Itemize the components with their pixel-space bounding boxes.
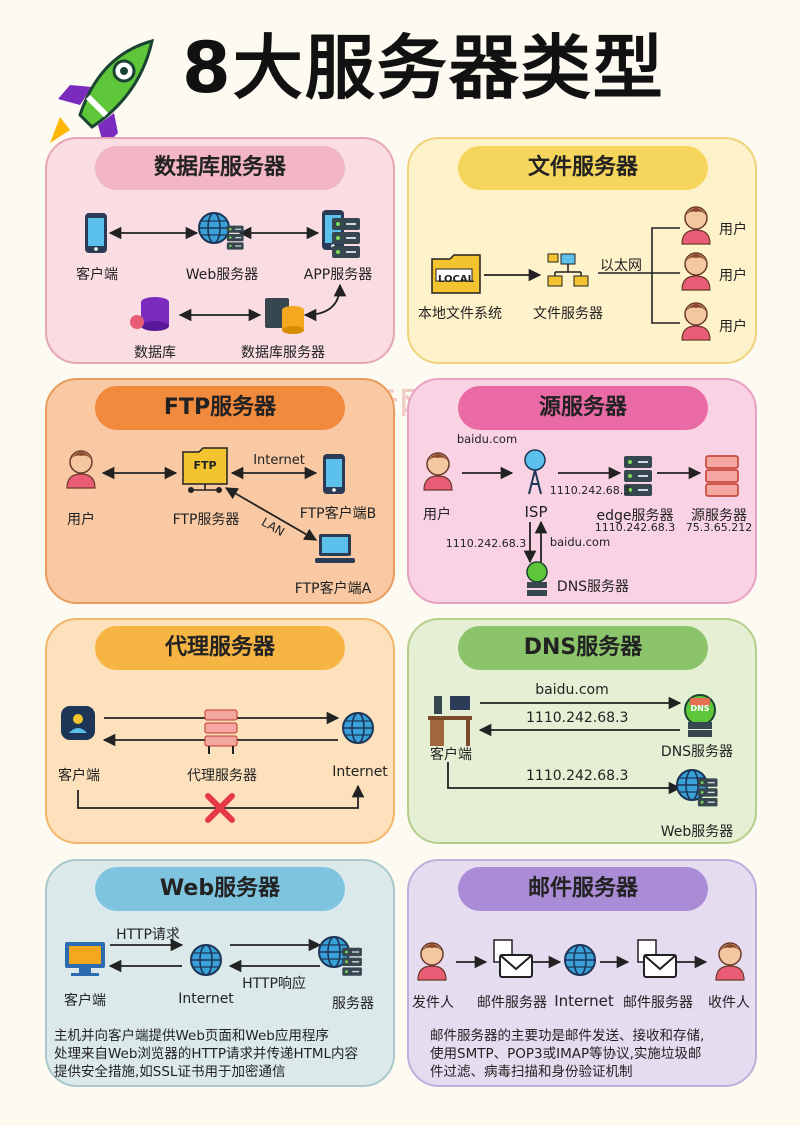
card-title-dns: DNS服务器: [458, 626, 708, 670]
label-database: 数据库: [134, 345, 176, 361]
label-app-server: APP服务器: [303, 267, 373, 283]
label-ip-1: 1110.242.68.3: [526, 710, 629, 726]
label-domain-1: baidu.com: [456, 432, 518, 446]
mail-description-line-2: 使用SMTP、POP3或IMAP等协议,实施垃圾邮: [430, 1046, 702, 1062]
label-user-3: 用户: [719, 319, 747, 335]
mail-server-icon: [493, 939, 533, 978]
ftp-tag: FTP: [193, 459, 217, 472]
card-title-ftp: FTP服务器: [95, 386, 345, 430]
label-http-response: HTTP响应: [242, 976, 306, 992]
label-isp: ISP: [524, 503, 548, 521]
label-file-server: 文件服务器: [533, 306, 603, 322]
label-domain-2: baidu.com: [549, 535, 611, 549]
label-origin-server: 源服务器: [691, 508, 747, 524]
label-edge-ip: 1110.242.68.3: [594, 521, 676, 534]
card-title-mail: 邮件服务器: [458, 867, 708, 911]
blocked-icon: [205, 793, 235, 823]
card-title-database: 数据库服务器: [95, 146, 345, 190]
label-internet: Internet: [253, 453, 305, 468]
label-sender: 发件人: [412, 995, 454, 1011]
page-title: 8大服务器类型: [182, 27, 665, 109]
label-client: 客户端: [76, 267, 118, 283]
web-description-line-2: 处理来自Web浏览器的HTTP请求并传递HTML内容: [54, 1046, 359, 1062]
rocket-icon: [50, 38, 155, 147]
dns-tag: DNS: [690, 704, 710, 713]
label-ftp-server: FTP服务器: [172, 512, 240, 528]
isp-tower-icon: [524, 449, 546, 495]
label-proxy-server: 代理服务器: [187, 768, 257, 784]
card-title-web: Web服务器: [95, 867, 345, 911]
label-internet: Internet: [178, 991, 234, 1007]
label-client: 客户端: [430, 747, 472, 763]
label-database-server: 数据库服务器: [241, 345, 325, 361]
label-mail-server-1: 邮件服务器: [477, 995, 547, 1011]
label-ip-2: 1110.242.68.3: [526, 768, 629, 784]
label-web-server: Web服务器: [660, 824, 734, 840]
client-app-icon: [61, 706, 95, 740]
label-user-1: 用户: [719, 222, 747, 238]
label-ip-2: 1110.242.68.3: [445, 537, 527, 550]
label-client: 客户端: [58, 768, 100, 784]
sender-avatar-icon: [417, 942, 447, 981]
label-mail-server-2: 邮件服务器: [623, 995, 693, 1011]
label-user: 用户: [67, 512, 95, 528]
label-dns-server: DNS服务器: [556, 579, 630, 595]
label-local-fs: 本地文件系统: [418, 306, 502, 322]
local-tag: LOCAL: [438, 274, 474, 285]
label-ftp-client-a: FTP客户端A: [294, 581, 372, 597]
database-icon: [130, 297, 169, 331]
database-server-icon: [265, 298, 304, 334]
file-server-icon: [547, 253, 589, 287]
mail-server-icon: [637, 939, 677, 978]
label-user-2: 用户: [719, 268, 747, 284]
web-description-line-1: 主机并向客户端提供Web页面和Web应用程序: [54, 1028, 329, 1044]
label-ethernet: 以太网: [600, 258, 642, 274]
dns-server-icon: [684, 694, 716, 737]
card-title-file: 文件服务器: [458, 146, 708, 190]
label-http-request: HTTP请求: [116, 927, 180, 943]
computer-icon: [315, 534, 355, 563]
internet-globe-icon: [564, 944, 596, 976]
ftp-folder-icon: [182, 447, 228, 493]
proxy-server-icon: [204, 709, 238, 754]
label-receiver: 收件人: [708, 995, 750, 1011]
mail-description-line-3: 件过滤、病毒扫描和身份验证机制: [430, 1064, 633, 1080]
client-computer-icon: [65, 942, 105, 976]
label-user: 用户: [423, 507, 451, 523]
card-title-proxy: 代理服务器: [95, 626, 345, 670]
label-internet: Internet: [332, 764, 388, 780]
label-ip-1: 1110.242.68.3: [549, 484, 631, 497]
label-origin-ip: 75.3.65.212: [685, 521, 753, 534]
desk-computer-icon: [428, 696, 472, 746]
origin-server-icon: [705, 455, 739, 497]
label-domain: baidu.com: [535, 682, 609, 698]
folder-icon: [431, 254, 481, 294]
web-description-line-3: 提供安全措施,如SSL证书用于加密通信: [54, 1064, 286, 1080]
receiver-avatar-icon: [715, 942, 745, 981]
label-edge-server: edge服务器: [596, 508, 674, 524]
mail-description-line-1: 邮件服务器的主要功是邮件发送、接收和存储,: [430, 1028, 705, 1044]
dns-server-icon: [526, 561, 548, 596]
label-web-server: Web服务器: [185, 267, 259, 283]
label-dns-server: DNS服务器: [660, 744, 734, 760]
label-ftp-client-b: FTP客户端B: [299, 506, 377, 522]
label-internet: Internet: [554, 992, 614, 1010]
label-client: 客户端: [64, 993, 106, 1009]
label-server: 服务器: [332, 996, 374, 1012]
card-title-origin: 源服务器: [458, 386, 708, 430]
